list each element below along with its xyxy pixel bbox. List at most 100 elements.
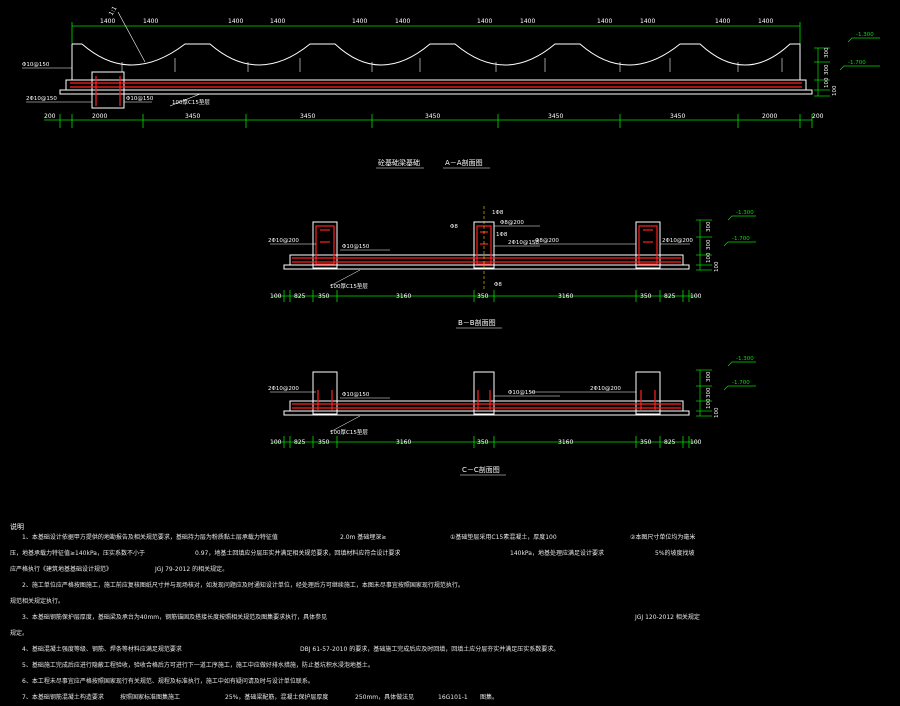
aa-arch-outline <box>71 43 801 80</box>
aa-side-dim: 300 <box>824 64 830 75</box>
note-line: 规范相关规定执行。 <box>10 594 890 610</box>
aa-top-dim: 1400 <box>758 18 773 25</box>
note-line: 1、本基础设计依据甲方提供的地勘报告及相关规范要求，基础持力层为粉质黏土层承载力… <box>10 530 890 546</box>
aa-slope-label: 1:1 <box>108 5 119 17</box>
cc-bottom-dim: 350 <box>318 439 330 446</box>
aa-top-dim: 1400 <box>270 18 285 25</box>
note-text: 7、本基础钢筋混凝土构造要求 <box>22 694 104 701</box>
note-text: 规定。 <box>10 630 29 637</box>
cc-bottom-dim: 825 <box>664 439 676 446</box>
bb-tag1: 1Φ8 <box>492 210 504 216</box>
note-text: 5%的坡度找坡 <box>655 550 695 557</box>
cc-rebar <box>292 390 681 410</box>
aa-side-dim: 100 <box>824 77 830 88</box>
aa-top-dim: 1400 <box>477 18 492 25</box>
aa-bottom-dims: 200 2000 3450 3450 3450 3450 3450 2000 2… <box>44 113 824 120</box>
aa-top-dim: 1400 <box>640 18 655 25</box>
aa-bottom-dim: 3450 <box>185 113 200 120</box>
note-text: 140kPa，地基处理应满足设计要求 <box>510 550 604 557</box>
aa-side-dim: 300 <box>824 47 830 58</box>
bb-rebar-mid-b-label: 2Φ10@150 <box>508 240 539 246</box>
bb-bottom-dim: 350 <box>477 293 489 300</box>
note-text: 按照国家标准图集施工 <box>120 694 181 701</box>
bb-tag2: Φ8 <box>450 224 458 230</box>
cc-rebar-mid-b-label: Φ10@150 <box>508 390 536 396</box>
aa-top-dims: 1400 1400 1400 1400 1400 1400 1400 1400 … <box>100 18 773 25</box>
note-line: 6、本工程未尽事宜应严格按照国家现行有关规范、规程及标准执行，施工中如有疑问请及… <box>10 674 890 690</box>
note-line: 4、基础混凝土强度等级、钢筋、焊条等材料应满足规范要求 DBJ 61-57-201… <box>10 642 890 658</box>
note-text: 1、本基础设计依据甲方提供的地勘报告及相关规范要求，基础持力层为粉质黏土层承载力… <box>22 534 278 541</box>
cc-bottom-dim: 100 <box>690 439 702 446</box>
bb-cushion-label: 100厚C15垫层 <box>330 282 368 290</box>
bb-bottom-dim: 825 <box>294 293 306 300</box>
note-text: 规范相关规定执行。 <box>10 598 65 605</box>
aa-top-dim: 1400 <box>715 18 730 25</box>
aa-bottom-dim: 3450 <box>425 113 440 120</box>
bb-rebar-top-b-label: Φ8@200 <box>500 220 524 226</box>
note-text: JGJ 79-2012 的相关规定。 <box>155 566 229 573</box>
cc-title: C－C剖面图 <box>462 465 500 474</box>
aa-top-dim: 1400 <box>520 18 535 25</box>
cc-side-dim: 300 <box>706 387 712 398</box>
bb-side-dim: 100 <box>706 252 712 263</box>
note-text: DBJ 61-57-2010 的要求，基础施工完成后应及时回填，回填土应分层夯实… <box>300 646 560 653</box>
note-text: ①基础垫层采用C15素混凝土，厚度100 <box>450 534 557 541</box>
section-bb: 2Φ10@200 Φ10@150 Φ8@200 2Φ10@150 Φ8@200 … <box>268 206 756 329</box>
aa-cushion-label: 100厚C15垫层 <box>172 98 210 106</box>
aa-bottom-dim: 2000 <box>92 113 107 120</box>
notes-title: 说明 <box>10 523 24 531</box>
notes-block: 1、本基础设计依据甲方提供的地勘报告及相关规范要求，基础持力层为粉质黏土层承载力… <box>10 530 890 706</box>
note-line: 规定。 <box>10 626 890 642</box>
aa-bottom-dim: 200 <box>44 113 56 120</box>
bb-bottom-dim: 350 <box>640 293 652 300</box>
bb-bottom-dim: 100 <box>270 293 282 300</box>
aa-top-dim: 1400 <box>143 18 158 25</box>
cc-rebar-right-label: 2Φ10@200 <box>590 386 621 392</box>
bb-bottom-dim: 825 <box>664 293 676 300</box>
bb-bottom-dim: 100 <box>690 293 702 300</box>
note-text: 图集。 <box>480 694 499 701</box>
note-text: 压，地基承载力特征值≥140kPa，压实系数不小于 <box>10 550 145 557</box>
bb-bottom-dim: 350 <box>318 293 330 300</box>
cc-side-dim: 300 <box>706 371 712 382</box>
note-line: 3、本基础钢筋保护层厚度，基础梁及承台为40mm，钢筋锚固及搭接长度按照相关规范… <box>10 610 890 626</box>
cc-rebar-mid-label: Φ10@150 <box>342 392 370 398</box>
aa-side-dim: 100 <box>832 85 838 96</box>
aa-top-dim: 1400 <box>352 18 367 25</box>
bb-side-dim: 100 <box>714 261 720 272</box>
aa-rebar-left-label: Φ10@150 <box>22 62 50 68</box>
aa-top-dim: 1400 <box>395 18 410 25</box>
bb-rebar-mid-a-label: Φ8@200 <box>535 238 559 244</box>
aa-bottom-dim: 3450 <box>548 113 563 120</box>
section-aa: 1400 1400 1400 1400 1400 1400 1400 1400 … <box>22 5 880 169</box>
aa-level: -1.700 <box>848 60 866 66</box>
cc-rebar-left-label: 2Φ10@200 <box>268 386 299 392</box>
bb-rebar-left-label: 2Φ10@200 <box>268 238 299 244</box>
bb-title: B－B剖面图 <box>458 318 496 327</box>
bb-side-dim: 300 <box>706 239 712 250</box>
note-line: 2、施工单位应严格按图施工，施工前应复核图纸尺寸并与现场核对，如发现问题应及时通… <box>10 578 890 594</box>
bb-rebar-right-label: 2Φ10@200 <box>662 238 693 244</box>
cc-side-dim: 100 <box>706 398 712 409</box>
aa-bottom-dim: 3450 <box>670 113 685 120</box>
bb-rebar-top-a-label: Φ10@150 <box>342 244 370 250</box>
note-text: 2.0m 基础埋深≥ <box>340 534 387 541</box>
aa-bottom-dim: 200 <box>812 113 824 120</box>
aa-top-dim: 1400 <box>100 18 115 25</box>
aa-level: -1.300 <box>856 32 874 38</box>
aa-top-dim: 1400 <box>597 18 612 25</box>
bb-bottom-dim: 3160 <box>396 293 411 300</box>
bb-side-dim: 300 <box>706 221 712 232</box>
aa-rebar <box>70 76 802 106</box>
bb-bottom-dim: 3160 <box>558 293 573 300</box>
note-text: 4、基础混凝土强度等级、钢筋、焊条等材料应满足规范要求 <box>22 646 182 653</box>
note-text: 6、本工程未尽事宜应严格按照国家现行有关规范、规程及标准执行，施工中如有疑问请及… <box>22 678 314 685</box>
aa-bottom-dim: 2000 <box>762 113 777 120</box>
aa-top-dim: 1400 <box>228 18 243 25</box>
section-cc: 2Φ10@200 Φ10@150 Φ10@150 2Φ10@200 100厚C1… <box>268 356 756 476</box>
note-text: 250mm，具体做法见 <box>355 694 415 701</box>
note-text: ②本图尺寸单位均为毫米 <box>630 534 696 541</box>
